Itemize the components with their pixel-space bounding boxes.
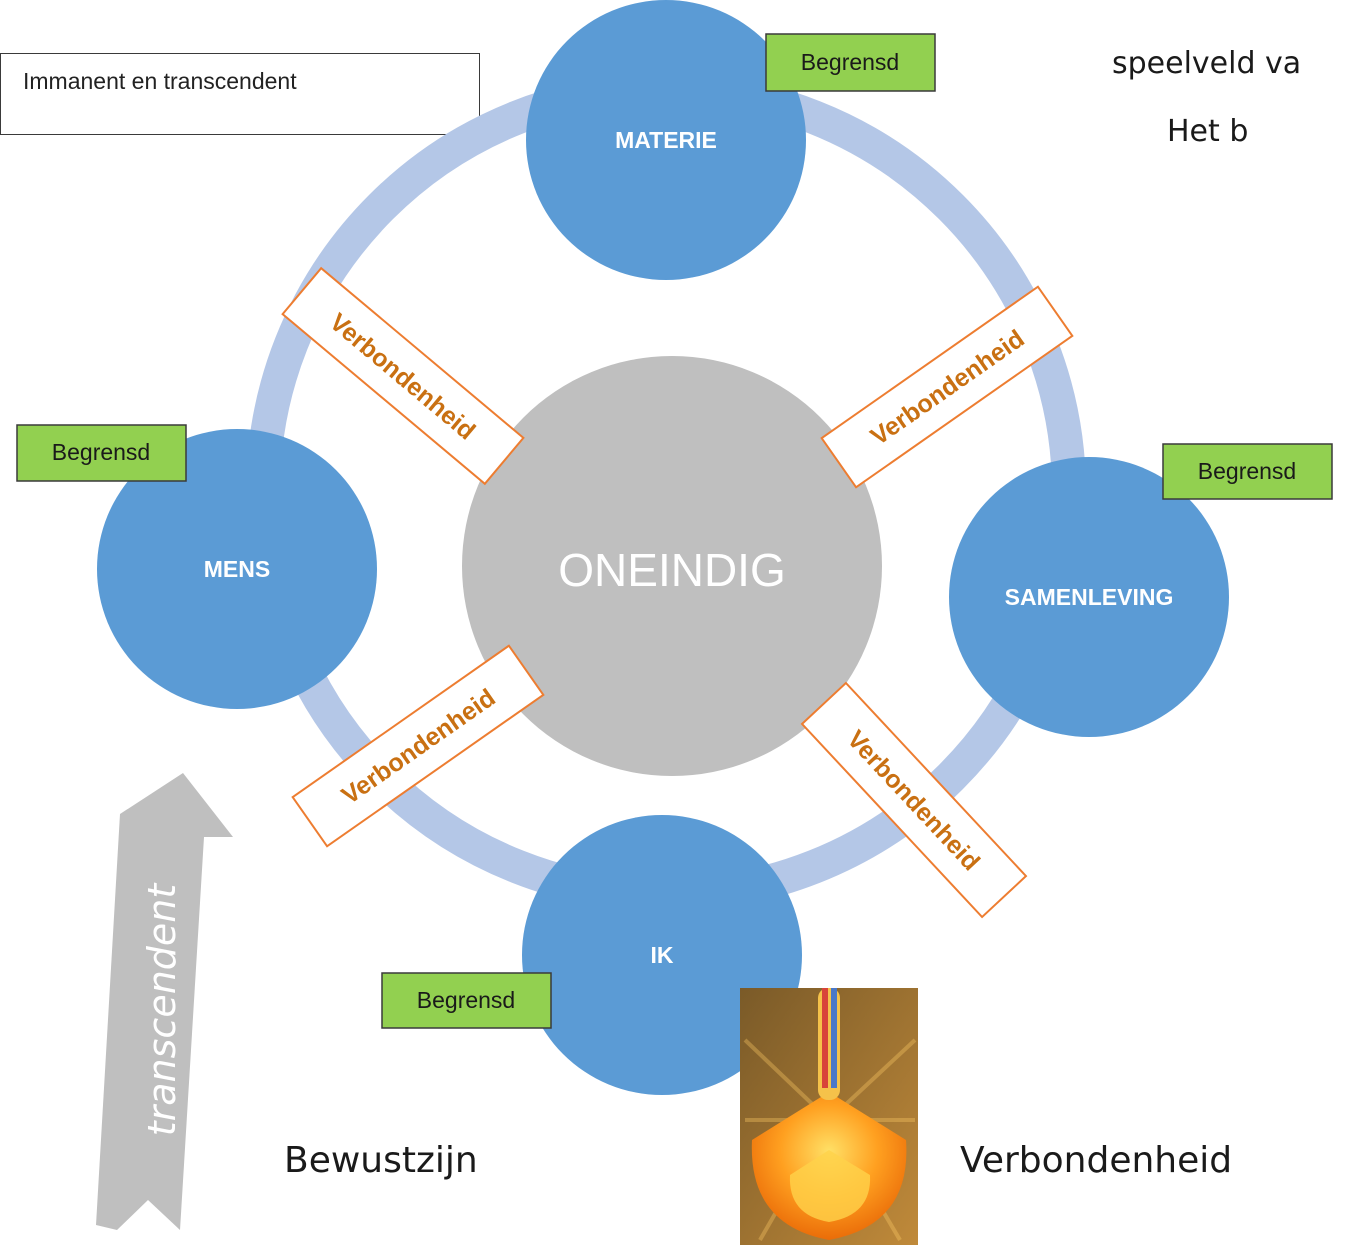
node-materie xyxy=(526,0,806,280)
badge-ik-text: Begrensd xyxy=(417,987,515,1013)
badge-mens-text: Begrensd xyxy=(52,439,150,465)
node-mens xyxy=(97,429,377,709)
badge-samenleving xyxy=(1162,443,1333,500)
node-samenleving xyxy=(949,457,1229,737)
node-samenleving-label: SAMENLEVING xyxy=(1005,584,1174,610)
connector-top-right-text: Verbondenheid xyxy=(866,325,1030,452)
label-box-text: Immanent en transcendent xyxy=(23,68,297,94)
node-ik xyxy=(522,815,802,1095)
header-line-2: Het b xyxy=(1167,114,1249,149)
badge-materie xyxy=(765,33,936,92)
caption-bewustzijn: Bewustzijn xyxy=(284,1140,478,1181)
node-materie-label: MATERIE xyxy=(615,127,717,153)
center-label: ONEINDIG xyxy=(558,544,785,596)
node-mens-label: MENS xyxy=(204,556,270,582)
connector-top-left-text: Verbondenheid xyxy=(324,308,480,446)
header-line-1: speelveld va xyxy=(1112,46,1302,81)
glow-illustration xyxy=(740,988,918,1245)
transcendent-arrow xyxy=(96,773,233,1230)
badge-samenleving-text: Begrensd xyxy=(1198,458,1296,484)
connector-top-left: Verbondenheid xyxy=(281,266,525,486)
caption-verbondenheid: Verbondenheid xyxy=(960,1140,1233,1181)
label-box: Immanent en transcendent xyxy=(0,53,480,135)
node-ik-label: IK xyxy=(651,942,674,968)
transcendent-arrow-label: transcendent xyxy=(140,882,184,1137)
badge-materie-text: Begrensd xyxy=(801,49,899,75)
center-circle xyxy=(462,356,882,776)
badge-ik xyxy=(381,972,552,1029)
connector-top-right: Verbondenheid xyxy=(820,285,1074,489)
badge-mens xyxy=(16,424,187,482)
